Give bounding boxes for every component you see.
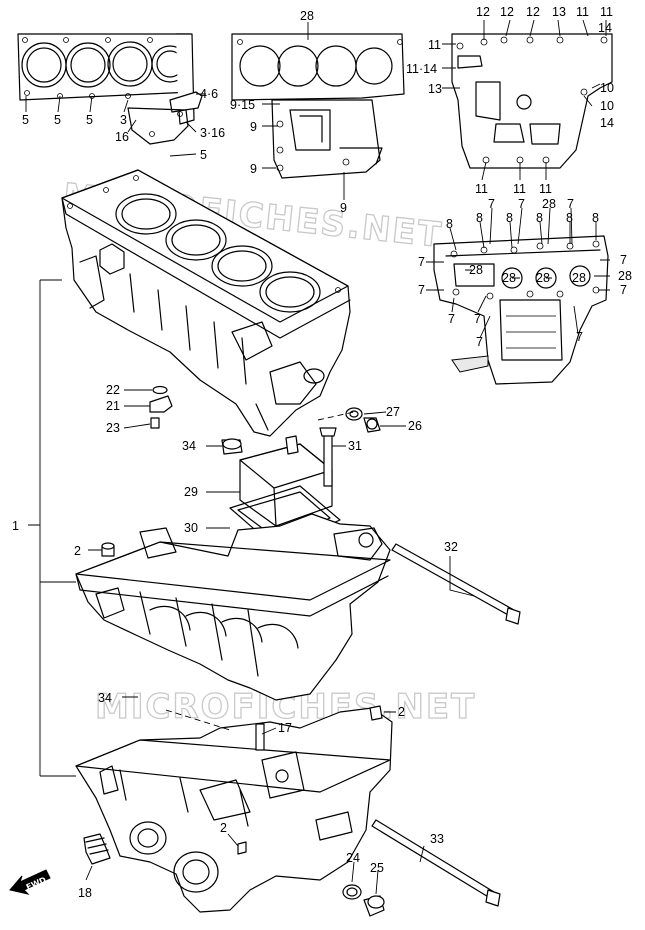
callout-1: 1 bbox=[12, 519, 19, 533]
fwd-arrow-icon: FWD bbox=[9, 869, 51, 895]
long-bolts bbox=[371, 543, 521, 907]
callout-7g: 7 bbox=[418, 283, 425, 297]
callout-22: 22 bbox=[106, 383, 120, 397]
callout-17: 17 bbox=[278, 721, 292, 735]
callout-16: 16 bbox=[115, 130, 129, 144]
upper-crankcase bbox=[61, 169, 351, 437]
lower-crankcase bbox=[75, 513, 391, 701]
small-parts-group bbox=[149, 385, 381, 433]
callout-2c: 2 bbox=[220, 821, 227, 835]
callout-30: 30 bbox=[184, 521, 198, 535]
callout-32: 32 bbox=[444, 540, 458, 554]
callout-28d: 28 bbox=[536, 271, 550, 285]
callout-23: 23 bbox=[106, 421, 120, 435]
leader-lines bbox=[25, 19, 610, 895]
callout-3: 3 bbox=[120, 113, 127, 127]
callout-27: 27 bbox=[386, 405, 400, 419]
callout-8c: 8 bbox=[506, 211, 513, 225]
callout-12c: 12 bbox=[526, 5, 540, 19]
callout-34a: 34 bbox=[182, 439, 196, 453]
callout-29: 29 bbox=[184, 485, 198, 499]
callout-7f: 7 bbox=[620, 283, 627, 297]
callout-5d: 5 bbox=[200, 148, 207, 162]
callout-8f: 8 bbox=[592, 211, 599, 225]
callout-28f: 28 bbox=[618, 269, 632, 283]
crankcase-lower-bolt-view bbox=[433, 235, 609, 385]
callout-7h: 7 bbox=[448, 312, 455, 326]
callout-9-15: 9·15 bbox=[230, 98, 255, 112]
callout-31: 31 bbox=[348, 439, 362, 453]
callout-25: 25 bbox=[370, 861, 384, 875]
callout-21: 21 bbox=[106, 399, 120, 413]
callout-9b: 9 bbox=[250, 162, 257, 176]
callout-11a: 11 bbox=[576, 5, 589, 19]
callout-8a: 8 bbox=[446, 217, 453, 231]
crankcase-side-view bbox=[451, 33, 613, 169]
callout-5c: 5 bbox=[86, 113, 93, 127]
callout-4-6: 4·6 bbox=[200, 87, 218, 101]
callout-11c: 11 bbox=[428, 38, 441, 52]
callout-8b: 8 bbox=[476, 211, 483, 225]
callout-7i: 7 bbox=[474, 312, 481, 326]
callout-11-14: 11·14 bbox=[406, 62, 437, 76]
callout-11b: 11 bbox=[600, 5, 613, 19]
oil-pan-section bbox=[75, 705, 393, 917]
callout-10a: 10 bbox=[600, 81, 614, 95]
callout-7k: 7 bbox=[576, 330, 583, 344]
callout-28a: 28 bbox=[542, 197, 556, 211]
callout-11d: 11 bbox=[475, 182, 488, 196]
callout-7c: 7 bbox=[567, 197, 574, 211]
callout-28c: 28 bbox=[502, 271, 516, 285]
callout-28e: 28 bbox=[572, 271, 586, 285]
callout-5b: 5 bbox=[54, 113, 61, 127]
callout-7e: 7 bbox=[620, 253, 627, 267]
callout-28-top: 28 bbox=[300, 9, 314, 23]
callout-8d: 8 bbox=[536, 211, 543, 225]
callout-3-16: 3·16 bbox=[200, 126, 225, 140]
callout-7b: 7 bbox=[518, 197, 525, 211]
callout-labels: 28 12 12 12 13 11 11 14 11 11·14 13 10 1… bbox=[12, 5, 632, 900]
fwd-label: FWD bbox=[25, 875, 48, 892]
callout-33: 33 bbox=[430, 832, 444, 846]
callout-11e: 11 bbox=[513, 182, 526, 196]
callout-5a: 5 bbox=[22, 113, 29, 127]
breather-cover-assembly bbox=[221, 427, 341, 549]
callout-13a: 13 bbox=[552, 5, 566, 19]
callout-10b: 10 bbox=[600, 99, 614, 113]
callout-14a: 14 bbox=[598, 21, 612, 35]
callout-2b: 2 bbox=[398, 705, 405, 719]
callout-9c: 9 bbox=[340, 201, 347, 215]
callout-7j: 7 bbox=[476, 335, 483, 349]
crankcase-upper-face-view bbox=[231, 33, 405, 179]
callout-13b: 13 bbox=[428, 82, 442, 96]
callout-12b: 12 bbox=[500, 5, 514, 19]
callout-9a: 9 bbox=[250, 120, 257, 134]
callout-8e: 8 bbox=[566, 211, 573, 225]
callout-28b: 28 bbox=[469, 263, 483, 277]
callout-14b: 14 bbox=[600, 116, 614, 130]
callout-7d: 7 bbox=[418, 255, 425, 269]
callout-11f: 11 bbox=[539, 182, 552, 196]
cylinder-head-face-view bbox=[17, 33, 203, 145]
callout-2a: 2 bbox=[74, 544, 81, 558]
callout-12a: 12 bbox=[476, 5, 490, 19]
callout-26: 26 bbox=[408, 419, 422, 433]
callout-18: 18 bbox=[78, 886, 92, 900]
callout-24: 24 bbox=[346, 851, 360, 865]
callout-7a: 7 bbox=[488, 197, 495, 211]
callout-34b: 34 bbox=[98, 691, 112, 705]
